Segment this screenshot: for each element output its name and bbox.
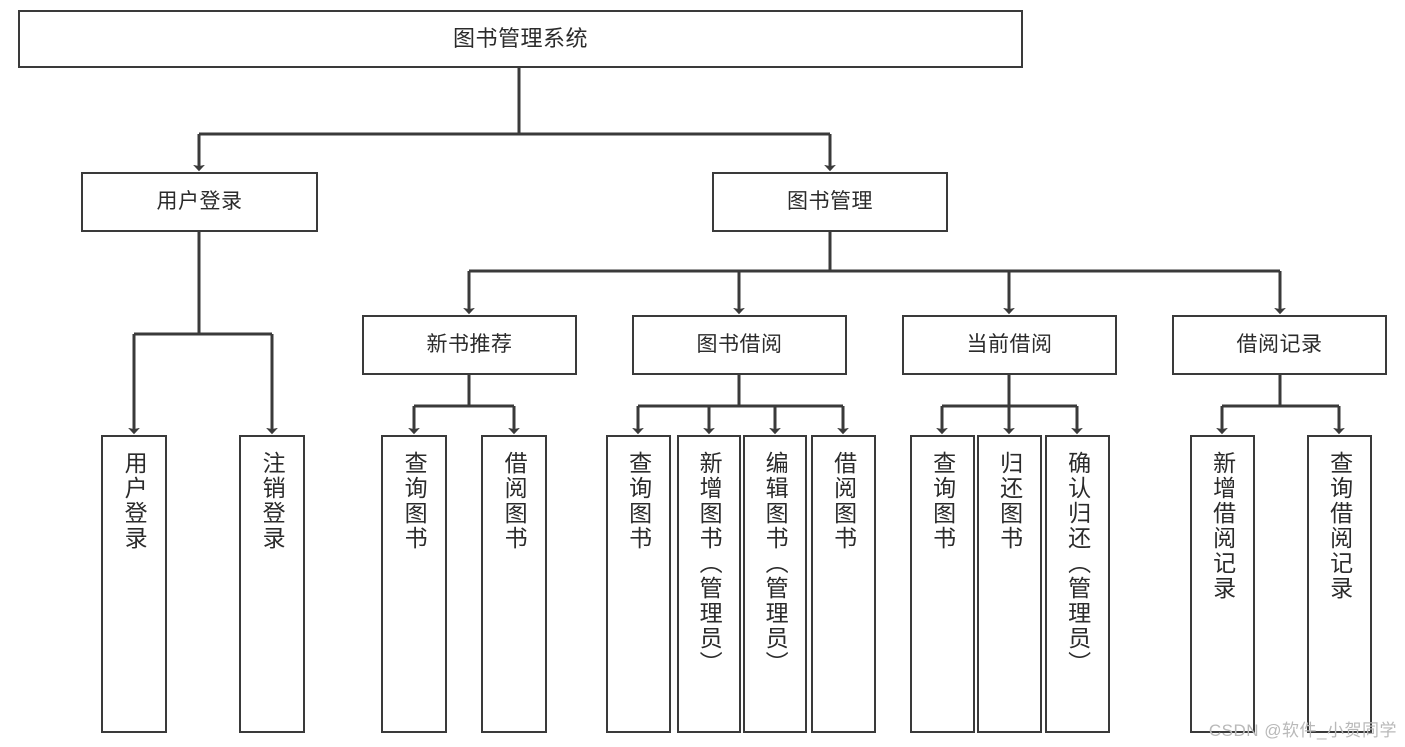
node-current-borrow-label: 当前借阅 — [966, 332, 1053, 356]
watermark-text: CSDN @软件_小贺同学 — [1208, 721, 1397, 740]
node-book-management[interactable]: 图书管理 — [712, 172, 948, 232]
node-leaf-query-record-label: 查询借阅记录 — [1326, 451, 1353, 601]
node-leaf-query-book-1-label: 查询图书 — [401, 451, 428, 551]
node-book-borrow[interactable]: 图书借阅 — [632, 315, 847, 375]
node-user-login[interactable]: 用户登录 — [81, 172, 318, 232]
node-leaf-borrow-book-1-label: 借阅图书 — [501, 451, 528, 551]
node-leaf-query-book-2[interactable]: 查询图书 — [606, 435, 671, 733]
node-leaf-query-book-3-label: 查询图书 — [929, 451, 956, 551]
node-leaf-return-book-label: 归还图书 — [996, 451, 1023, 551]
node-leaf-confirm-return[interactable]: 确认归还（管理员） — [1045, 435, 1110, 733]
node-leaf-user-login[interactable]: 用户登录 — [101, 435, 167, 733]
node-new-book-recommend[interactable]: 新书推荐 — [362, 315, 577, 375]
node-leaf-logout-label: 注销登录 — [259, 451, 286, 551]
node-current-borrow[interactable]: 当前借阅 — [902, 315, 1117, 375]
node-leaf-borrow-book-2[interactable]: 借阅图书 — [811, 435, 876, 733]
node-leaf-query-book-3[interactable]: 查询图书 — [910, 435, 975, 733]
node-root-label: 图书管理系统 — [452, 25, 588, 51]
node-leaf-query-book-1[interactable]: 查询图书 — [381, 435, 447, 733]
node-leaf-return-book[interactable]: 归还图书 — [977, 435, 1042, 733]
node-leaf-query-record[interactable]: 查询借阅记录 — [1307, 435, 1372, 733]
node-new-book-recommend-label: 新书推荐 — [426, 332, 513, 356]
node-user-login-label: 用户登录 — [156, 189, 243, 213]
node-leaf-confirm-return-label: 确认归还（管理员） — [1064, 451, 1091, 676]
node-leaf-add-book[interactable]: 新增图书（管理员） — [677, 435, 741, 733]
node-borrow-record-label: 借阅记录 — [1236, 332, 1323, 356]
node-book-borrow-label: 图书借阅 — [696, 332, 783, 356]
node-leaf-borrow-book-1[interactable]: 借阅图书 — [481, 435, 547, 733]
node-leaf-add-book-label: 新增图书（管理员） — [696, 451, 723, 676]
node-leaf-logout[interactable]: 注销登录 — [239, 435, 305, 733]
node-leaf-query-book-2-label: 查询图书 — [625, 451, 652, 551]
node-leaf-add-record[interactable]: 新增借阅记录 — [1190, 435, 1255, 733]
node-root[interactable]: 图书管理系统 — [18, 10, 1023, 68]
node-leaf-add-record-label: 新增借阅记录 — [1209, 451, 1236, 601]
node-borrow-record[interactable]: 借阅记录 — [1172, 315, 1387, 375]
node-leaf-borrow-book-2-label: 借阅图书 — [830, 451, 857, 551]
node-leaf-user-login-label: 用户登录 — [121, 451, 148, 551]
node-leaf-edit-book-label: 编辑图书（管理员） — [762, 451, 789, 676]
node-leaf-edit-book[interactable]: 编辑图书（管理员） — [743, 435, 807, 733]
node-book-management-label: 图书管理 — [787, 189, 873, 213]
